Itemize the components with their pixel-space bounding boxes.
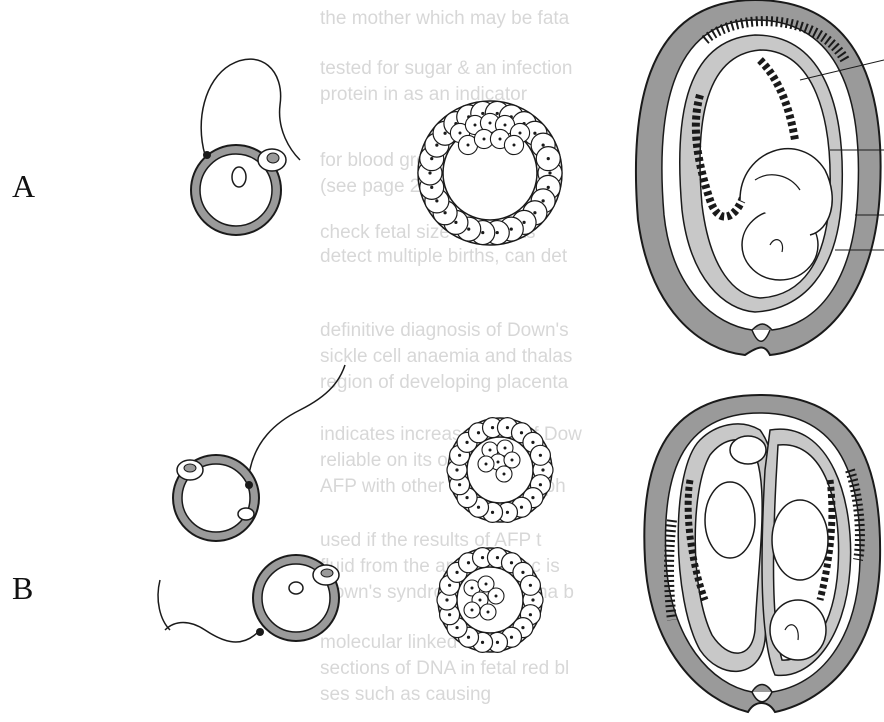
cell-nucleus [520,506,523,509]
cell-nucleus [430,157,433,160]
cell-nucleus [455,626,458,629]
cell-nucleus [467,144,470,147]
cell-nucleus [533,211,536,214]
cell-nucleus [541,468,544,471]
cell-nucleus [458,483,461,486]
cell-nucleus [510,636,513,639]
cell-nucleus [539,483,542,486]
cell-nucleus [467,228,470,231]
cell-nucleus [435,199,438,202]
cell-nucleus [496,641,499,644]
cell-nucleus [458,454,461,457]
cell-nucleus [497,461,500,464]
cell-nucleus [477,431,480,434]
cell-nucleus [471,609,474,612]
cell-nucleus [485,583,488,586]
cell-nucleus [467,561,470,564]
uterus-b [644,395,880,712]
cell-nucleus [496,112,499,115]
cell-nucleus [483,138,486,141]
cell-nucleus [496,556,499,559]
cell-nucleus [454,221,457,224]
cell-nucleus [531,598,534,601]
cell-nucleus [520,431,523,434]
cell-nucleus [542,144,545,147]
cell-nucleus [455,468,458,471]
cell-nucleus [504,447,507,450]
cell-nucleus [459,132,462,135]
cell-nucleus [445,598,448,601]
cell-nucleus [455,571,458,574]
egg-b2 [158,555,339,642]
cell-nucleus [548,171,551,174]
cell-nucleus [428,171,431,174]
cell-nucleus [496,231,499,234]
egg-b1 [173,365,345,541]
cell-nucleus [467,636,470,639]
polar-body-nucleus-a [267,153,279,163]
cell-nucleus [531,496,534,499]
cell-nucleus [510,228,513,231]
cell-nucleus [521,571,524,574]
cell-nucleus [539,454,542,457]
cell-nucleus [547,157,550,160]
sperm-tail-b1 [248,365,345,485]
cell-nucleus [491,511,494,514]
sperm-head-a [203,151,211,159]
cell-nucleus [481,231,484,234]
cell-nucleus [448,613,451,616]
sperm-tail-a [201,59,300,160]
cell-nucleus [506,511,509,514]
cell-nucleus [443,211,446,214]
cell-nucleus [489,122,492,125]
cell-nucleus [519,132,522,135]
cell-nucleus [510,561,513,564]
cell-nucleus [503,473,506,476]
blastocyst-a [418,101,562,245]
cell-nucleus [474,124,477,127]
cell-nucleus [489,449,492,452]
cell-nucleus [495,595,498,598]
cell-nucleus [511,459,514,462]
cell-nucleus [430,186,433,189]
cell-nucleus [448,584,451,587]
cell-nucleus [499,138,502,141]
cell-nucleus [443,132,446,135]
cell-nucleus [529,584,532,587]
cell-nucleus [542,199,545,202]
cell-nucleus [435,144,438,147]
cell-nucleus [479,599,482,602]
cell-nucleus [506,426,509,429]
cell-nucleus [485,463,488,466]
cell-nucleus [533,132,536,135]
cell-nucleus [491,426,494,429]
cell-nucleus [504,124,507,127]
cell-nucleus [521,626,524,629]
cell-nucleus [487,611,490,614]
cell-nucleus [513,144,516,147]
egg-a [191,59,300,235]
uterus-a [636,0,884,355]
blastocyst-b2 [437,548,543,653]
cell-nucleus [481,112,484,115]
nucleus-a [232,167,246,187]
cell-nucleus [481,641,484,644]
cell-nucleus [481,556,484,559]
cell-nucleus [522,221,525,224]
cell-nucleus [465,441,468,444]
cell-nucleus [471,587,474,590]
cell-nucleus [477,506,480,509]
sperm-tail-b2 [165,623,258,642]
blastocyst-b1 [447,418,553,523]
cell-nucleus [531,441,534,444]
cell-nucleus [465,496,468,499]
cell-nucleus [529,613,532,616]
cell-nucleus [547,186,550,189]
